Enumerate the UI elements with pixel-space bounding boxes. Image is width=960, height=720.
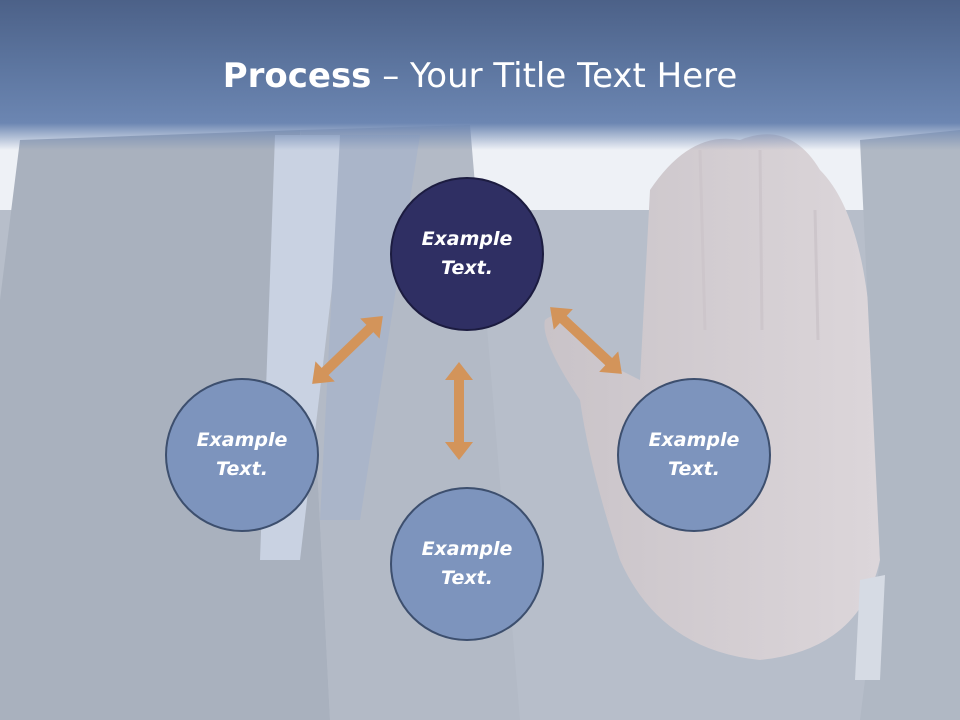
node-left: Example Text.	[165, 378, 319, 532]
node-right: Example Text.	[617, 378, 771, 532]
node-top-line2: Text.	[441, 257, 493, 279]
double-arrow-right	[550, 307, 622, 374]
node-top: Example Text.	[390, 177, 544, 331]
node-left-line1: Example	[196, 429, 288, 451]
node-left-line2: Text.	[216, 458, 268, 480]
node-bottom: Example Text.	[390, 487, 544, 641]
node-bottom-line2: Text.	[441, 567, 493, 589]
title-bold: Process	[222, 56, 372, 96]
node-right-line1: Example	[648, 429, 740, 451]
double-arrow-left	[312, 316, 383, 384]
slide-title: Process – Your Title Text Here	[0, 54, 960, 98]
node-bottom-line1: Example	[421, 538, 513, 560]
node-top-line1: Example	[421, 228, 513, 250]
title-rest: – Your Title Text Here	[371, 56, 738, 96]
node-right-line2: Text.	[668, 458, 720, 480]
title-bar	[0, 0, 960, 150]
double-arrow-middle	[445, 362, 473, 460]
